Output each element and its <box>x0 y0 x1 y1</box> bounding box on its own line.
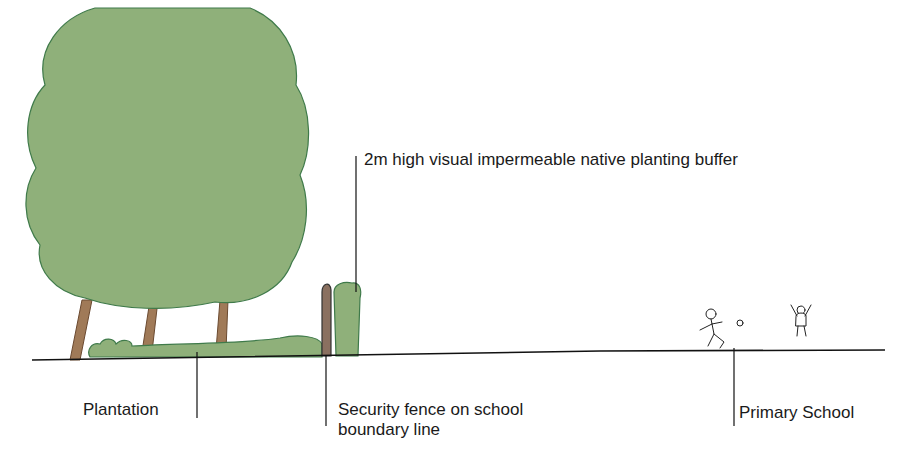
security-fence <box>322 284 331 356</box>
buffer-label: 2m high visual impermeable native planti… <box>364 150 894 170</box>
plantation-label: Plantation <box>83 400 203 420</box>
ground-line <box>32 350 885 360</box>
planting-buffer <box>334 282 361 356</box>
children-figures <box>700 305 811 348</box>
fence-label: Security fence on school boundary line <box>338 400 553 440</box>
leader-lines <box>197 156 734 426</box>
plantation-shrubs <box>89 336 322 357</box>
school-label: Primary School <box>739 403 904 423</box>
tree-canopy <box>26 8 309 308</box>
